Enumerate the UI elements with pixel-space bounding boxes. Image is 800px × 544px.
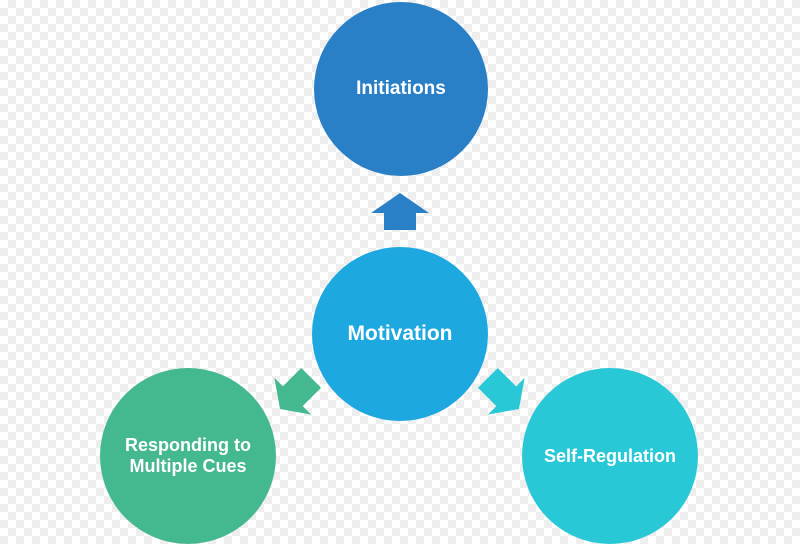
initiations-label: Initiations xyxy=(356,78,446,99)
motivation-label: Motivation xyxy=(347,322,453,345)
self-regulation-label: Self-Regulation xyxy=(544,445,677,466)
responding-label: Responding to Multiple Cues xyxy=(125,435,251,476)
motivation-node: Motivation xyxy=(312,247,488,421)
self-regulation-node: Self-Regulation xyxy=(522,368,698,544)
arrow-to-self-regulation-icon xyxy=(477,367,525,415)
responding-node: Responding to Multiple Cues xyxy=(100,368,276,544)
initiations-node: Initiations xyxy=(314,2,488,176)
arrow-to-responding-icon xyxy=(274,367,322,415)
arrow-to-initiations-icon xyxy=(371,193,429,230)
